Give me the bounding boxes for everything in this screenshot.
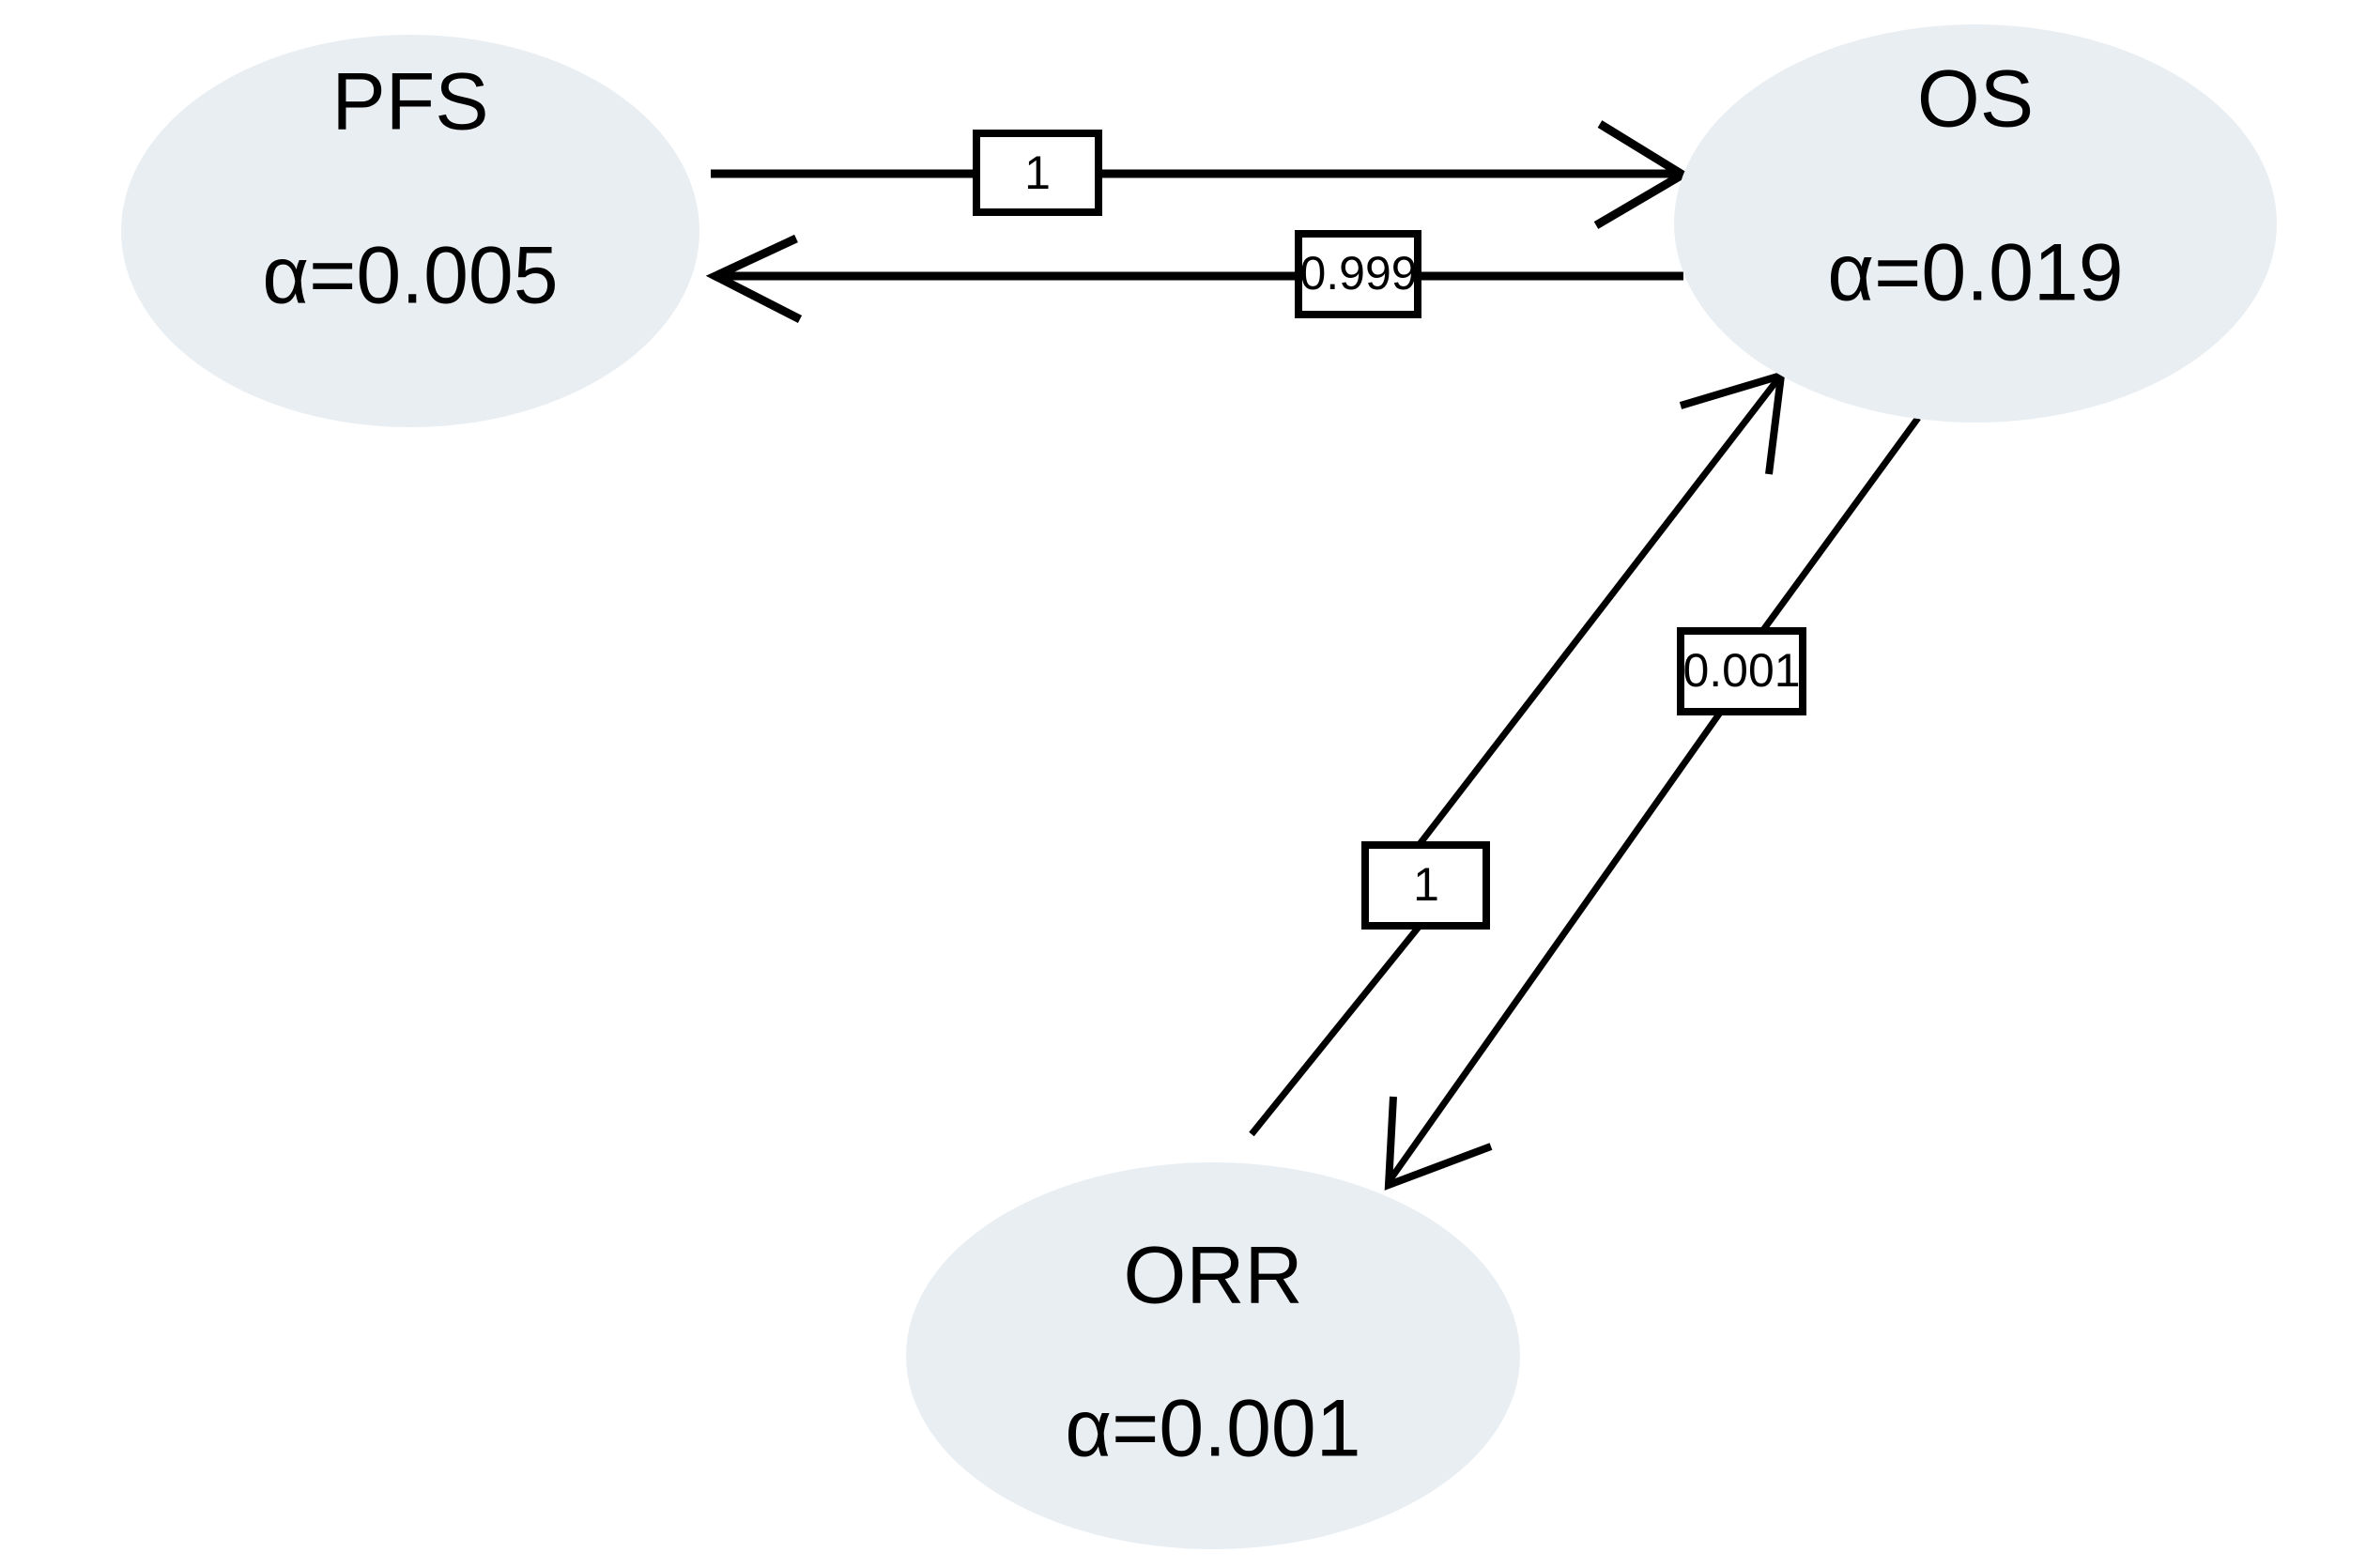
- edge-orr-to-os-segment-lower: [1249, 923, 1422, 1137]
- edge-label-os-to-orr[interactable]: 0.001: [1677, 627, 1806, 715]
- node-os[interactable]: OS α=0.019: [1674, 24, 2277, 423]
- node-orr-alpha: α=0.001: [1065, 1384, 1360, 1474]
- edge-label-pfs-to-os-box: [973, 130, 1102, 216]
- edge-orr-to-os[interactable]: [1249, 370, 1786, 1137]
- node-os-ellipse: [1674, 24, 2277, 423]
- node-orr-title: ORR: [1123, 1231, 1302, 1321]
- node-orr[interactable]: ORR α=0.001: [906, 1162, 1520, 1549]
- edge-label-os-to-pfs-box: [1295, 230, 1421, 318]
- edge-label-os-to-orr-box: [1677, 627, 1806, 715]
- edge-os-to-orr[interactable]: [1384, 415, 1921, 1191]
- edge-label-orr-to-os-text: 1: [1413, 858, 1439, 911]
- arrowhead-icon-to-orr-diagonal: [1384, 1096, 1493, 1191]
- edge-pfs-to-os[interactable]: [711, 120, 1691, 229]
- edge-label-orr-to-os[interactable]: 1: [1361, 841, 1490, 930]
- arrowhead-icon-to-os: [1593, 120, 1691, 229]
- edge-orr-to-os-segment-upper: [1417, 375, 1782, 847]
- edge-os-to-orr-segment-upper: [1760, 415, 1921, 633]
- node-os-alpha: α=0.019: [1827, 228, 2123, 318]
- node-pfs-title: PFS: [331, 57, 488, 147]
- node-pfs-ellipse: [121, 35, 699, 427]
- node-pfs-alpha: α=0.005: [262, 231, 558, 321]
- edge-label-os-to-orr-text: 0.001: [1682, 644, 1800, 697]
- edge-label-pfs-to-os[interactable]: 1: [973, 130, 1102, 216]
- arrowhead-icon-to-pfs: [705, 234, 803, 324]
- edge-os-to-pfs[interactable]: [705, 234, 1683, 324]
- edge-label-pfs-to-os-text: 1: [1024, 146, 1051, 199]
- edge-label-orr-to-os-box: [1361, 841, 1490, 930]
- node-pfs[interactable]: PFS α=0.005: [121, 35, 699, 427]
- node-os-title: OS: [1917, 54, 2034, 145]
- edge-label-os-to-pfs[interactable]: 0.999: [1295, 230, 1421, 318]
- edge-label-os-to-pfs-text: 0.999: [1299, 247, 1417, 300]
- node-orr-ellipse: [906, 1162, 1520, 1549]
- edge-os-to-orr-segment-lower: [1388, 710, 1723, 1182]
